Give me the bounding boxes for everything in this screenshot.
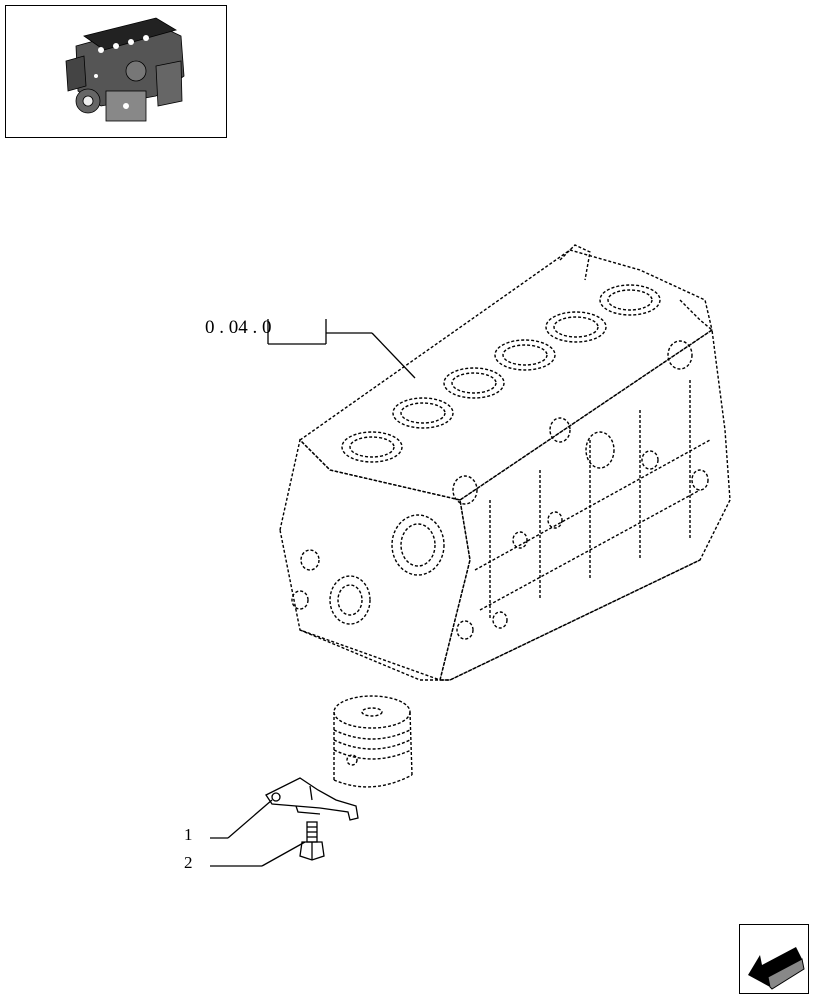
engine-assembly-icon [65, 17, 185, 122]
bolt [299, 821, 325, 861]
back-navigation-button[interactable] [739, 924, 809, 994]
engine-thumbnail [5, 5, 227, 138]
leader-lines [210, 319, 416, 867]
callout-1: 1 [184, 825, 193, 844]
engine-block [279, 244, 731, 681]
back-arrow-icon [748, 947, 805, 990]
oil-jet-bracket [265, 777, 359, 821]
piston [333, 695, 413, 788]
reference-label[interactable]: 0 . 04 . 0 [205, 317, 272, 338]
callout-2: 2 [184, 853, 193, 872]
